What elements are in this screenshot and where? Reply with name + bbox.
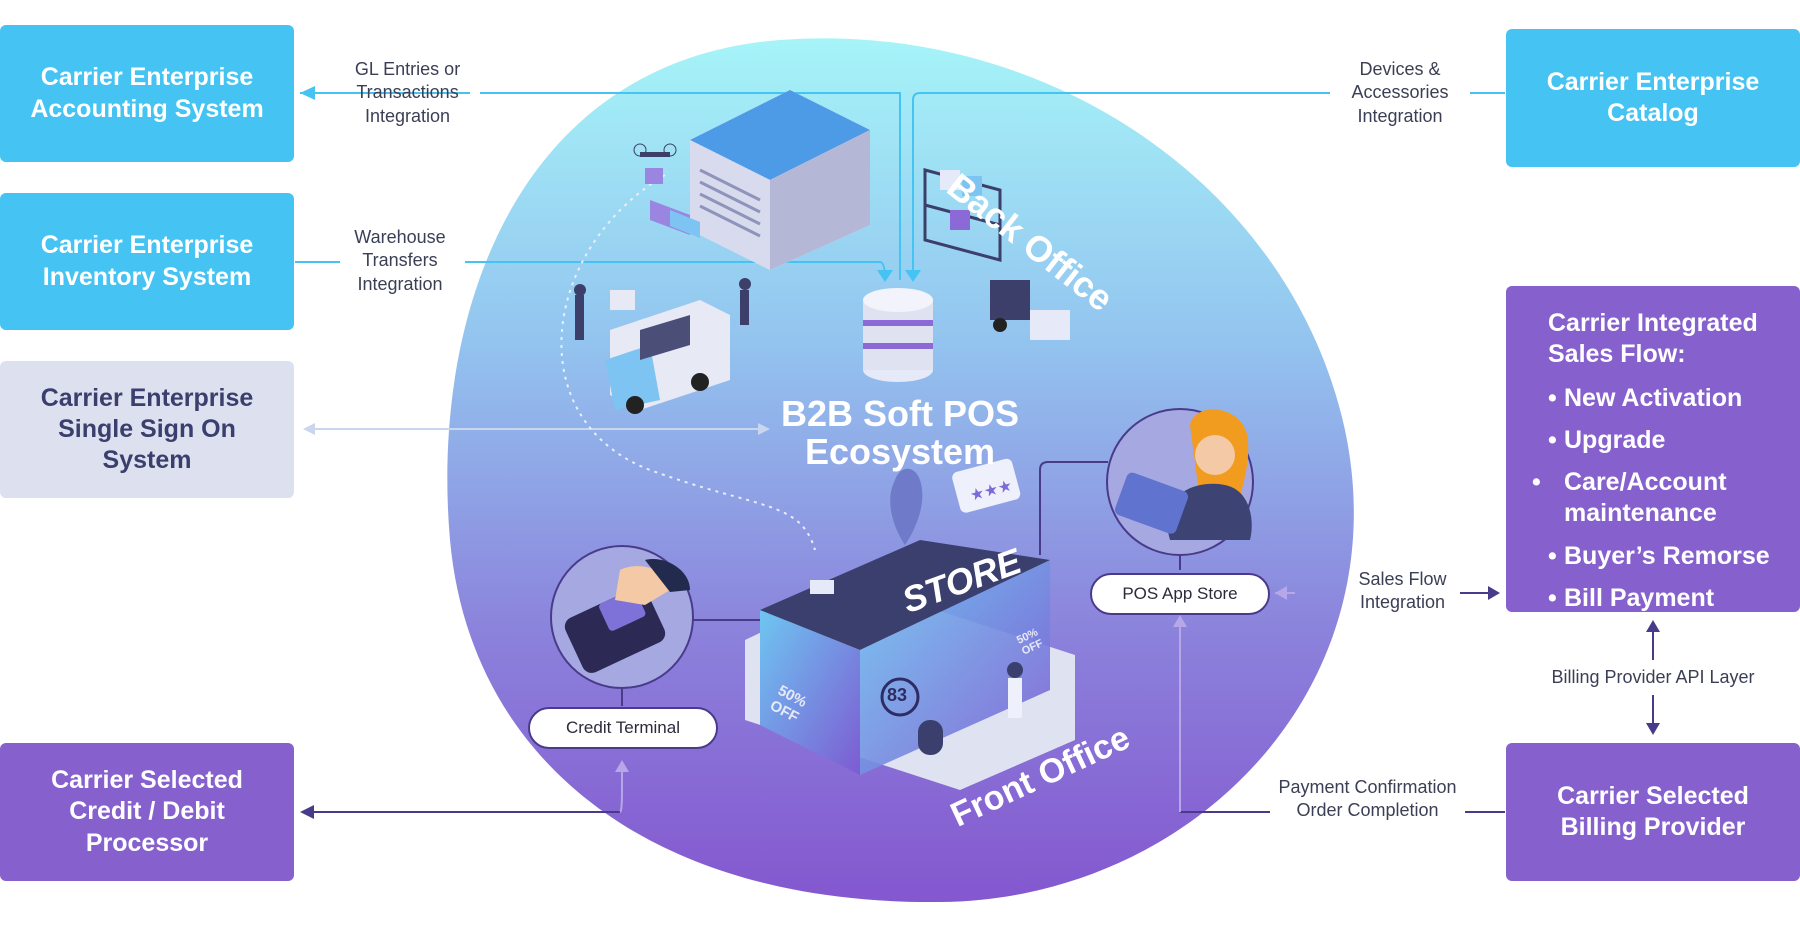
truck-illustration [605,300,730,414]
credit-terminal-pill: Credit Terminal [528,707,718,749]
sales-flow-box: Carrier Integrated Sales Flow: •New Acti… [1506,286,1800,612]
sales-flow-integration-label: Sales Flow Integration [1358,569,1447,613]
drone-icon [633,143,677,184]
arrow-db-2 [905,270,921,282]
database-icon [863,288,933,382]
store-number: 83 [887,685,908,705]
sso-system-box: Carrier Enterprise Single Sign On System [0,361,294,498]
sales-flow-item: •New Activation [1548,383,1743,412]
billing-provider-box: Carrier Selected Billing Provider [1506,743,1800,881]
processor-box: Carrier Selected Credit / Debit Processo… [0,743,294,881]
connector-devices [912,92,1505,280]
pos-app-circle [1106,408,1254,556]
payment-confirmation-label: Payment Confirmation Order Completion [1278,777,1457,821]
catalog-box: Carrier Enterprise Catalog [1506,29,1800,167]
warehouse-illustration [650,90,870,270]
pos-app-store-pill: POS App Store [1090,573,1270,615]
connector-gl [300,92,901,280]
arrow-db-1 [877,270,893,282]
worker-illustration [574,278,751,340]
connector-posapp-store [1039,461,1108,555]
ecosystem-title-line2: Ecosystem [804,430,996,472]
credit-terminal-circle [550,545,694,689]
sales-flow-item: •Buyer’s Remorse [1548,541,1770,570]
sales-flow-item: •Upgrade [1548,425,1666,454]
accounting-system-box: Carrier Enterprise Accounting System [0,25,294,162]
ecosystem-title-line1: B2B Soft POS [780,393,1020,434]
sales-flow-item: •Care/Account maintenance [1532,468,1727,528]
ecosystem-title: B2B Soft POS Ecosystem [735,395,1065,471]
sales-flow-title: Carrier Integrated Sales Flow: [1548,309,1758,369]
billing-api-label: Billing Provider API Layer [1551,667,1755,687]
shelf-illustration [923,168,1002,262]
store-illustration: ★★★ [745,458,1075,790]
gl-integration-label: GL Entries or Transactions Integration [354,59,461,126]
devices-integration-label: Devices & Accessories Integration [1351,59,1449,126]
warehouse-integration-label: Warehouse Transfers Integration [354,227,446,294]
ecosystem-blob [447,38,1354,903]
inventory-system-box: Carrier Enterprise Inventory System [0,193,294,330]
sales-flow-item: •Bill Payment [1548,583,1715,612]
arrow-gl-left [300,86,315,100]
forklift-illustration [990,280,1070,340]
